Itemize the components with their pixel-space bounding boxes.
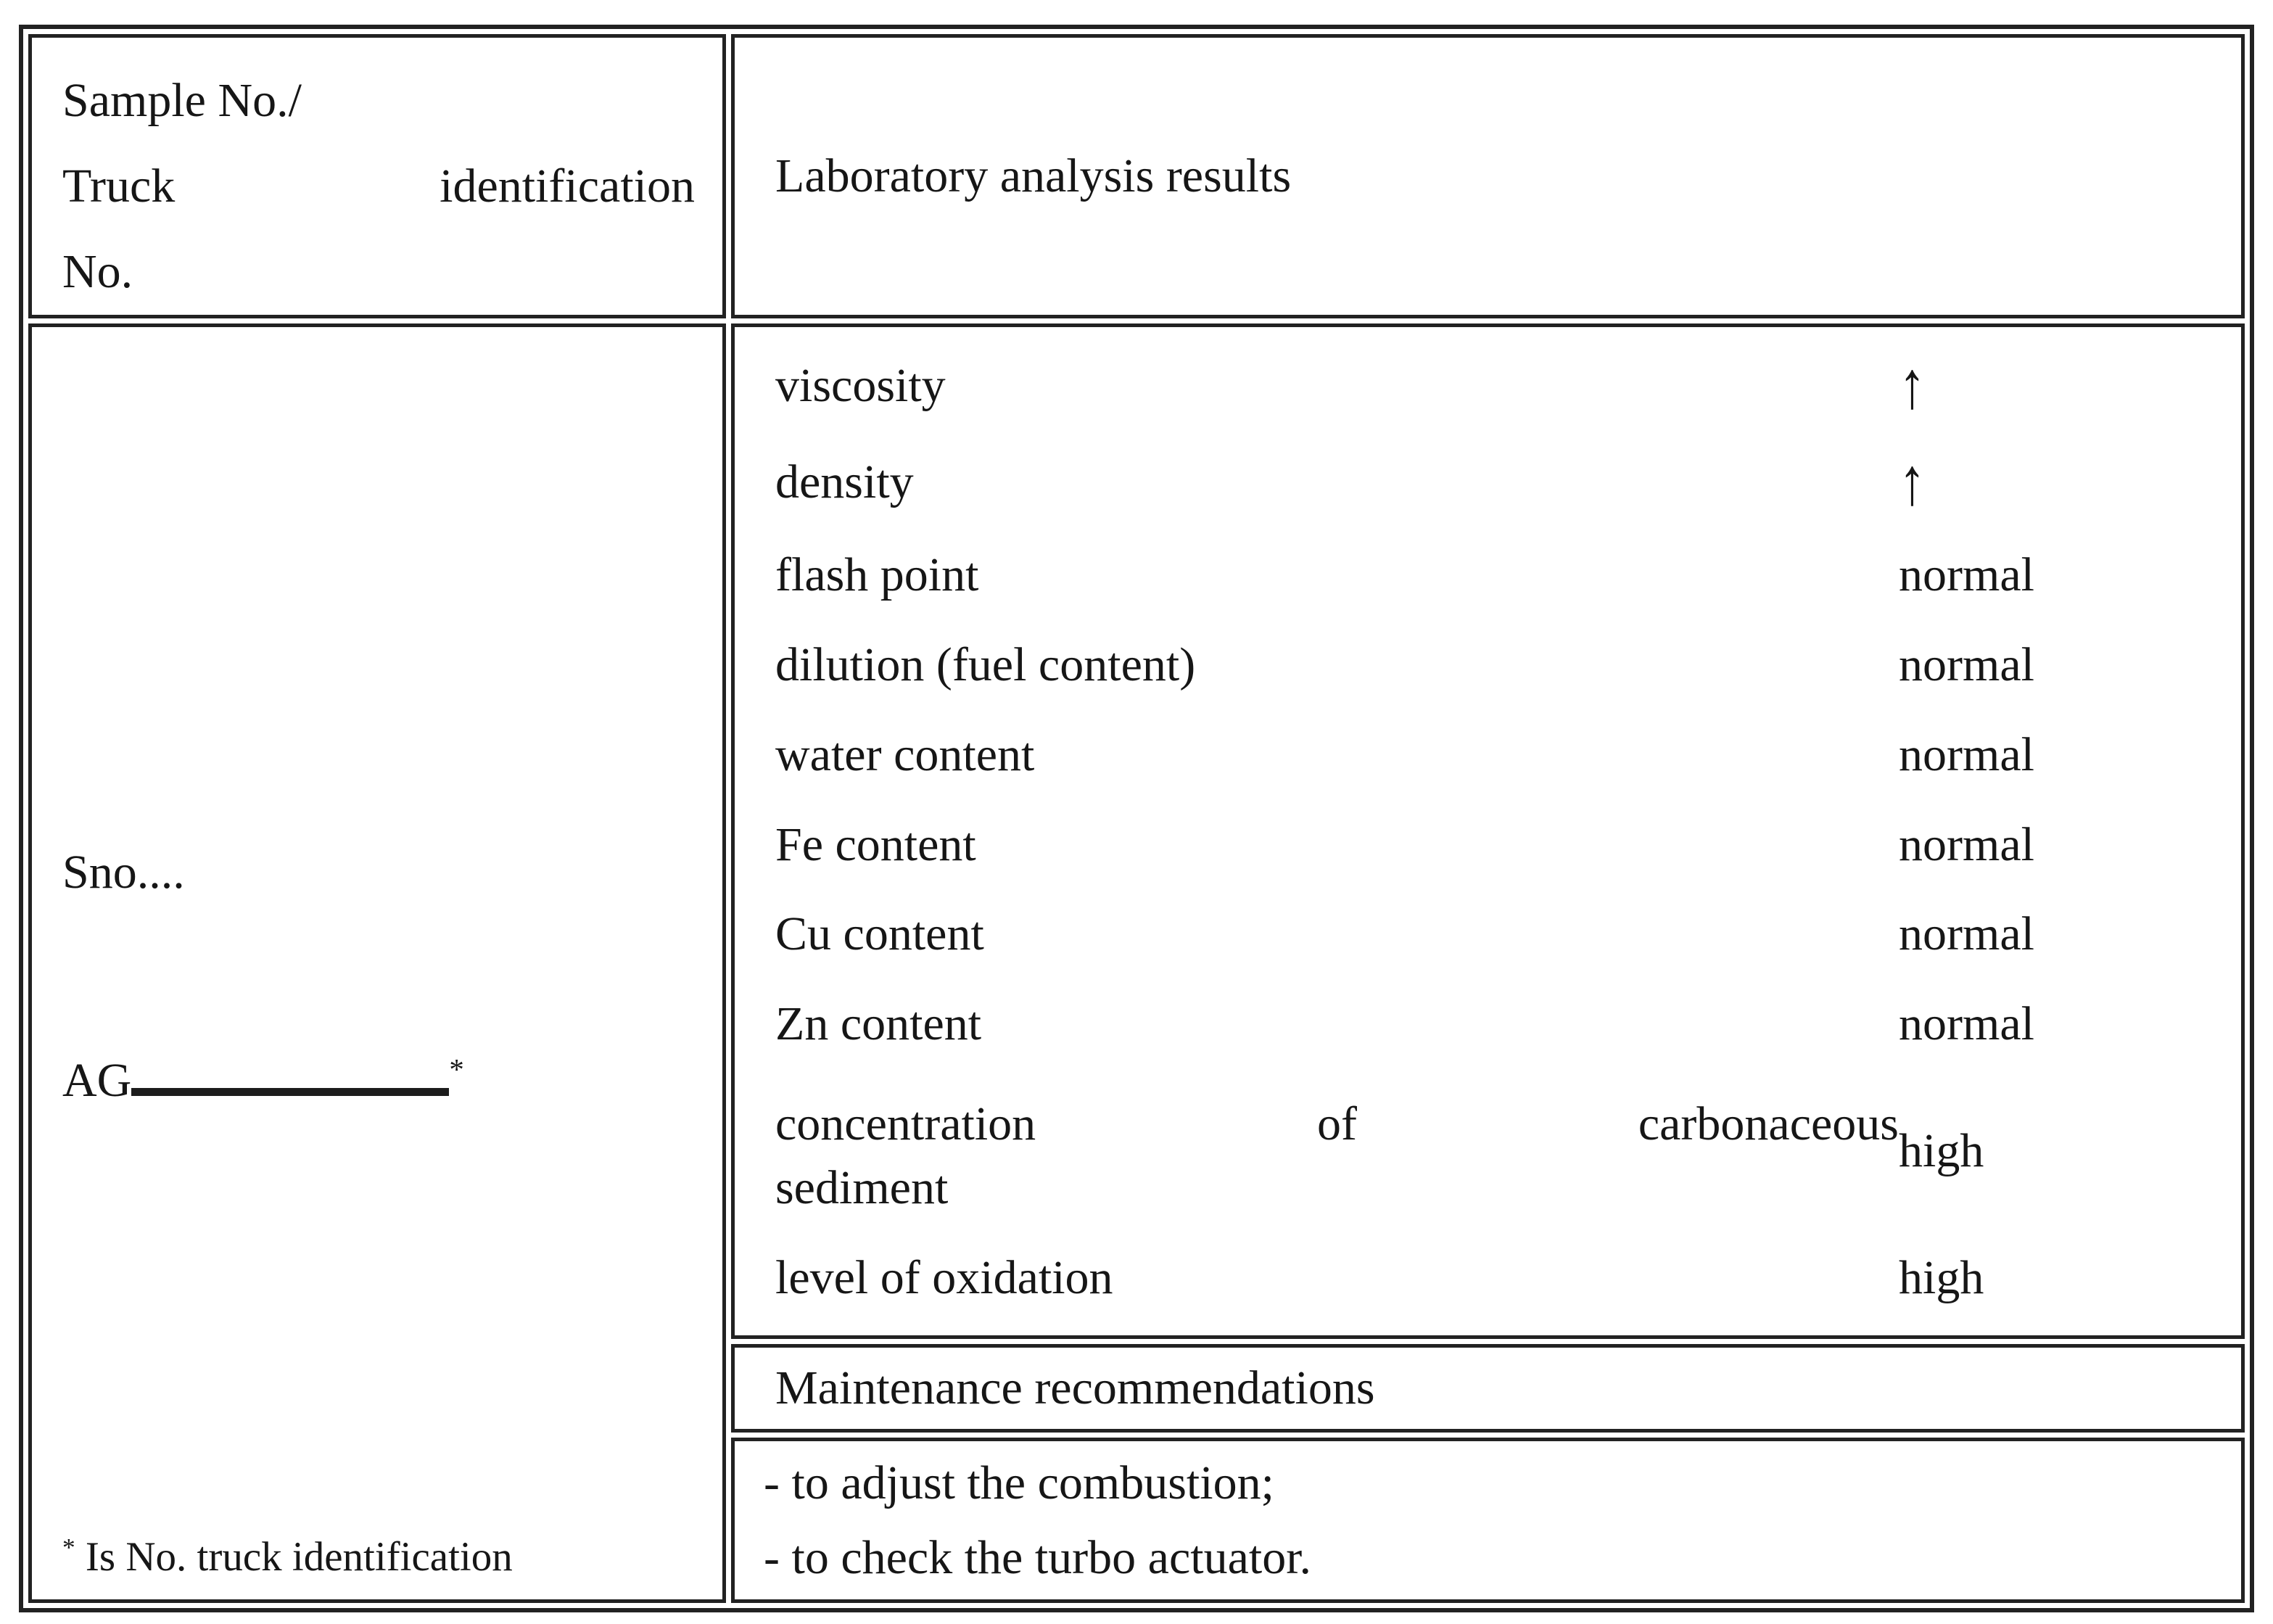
lab-label: water content — [775, 727, 1035, 781]
lab-label: viscosity — [775, 359, 946, 413]
lab-label: dilution (fuel content) — [775, 638, 1196, 692]
lab-value: high — [1899, 1124, 1984, 1178]
sample-header-line1: Sample No./ — [62, 74, 302, 127]
up-arrow-icon: ↑ — [1899, 445, 1926, 519]
maintenance-title: Maintenance recommendations — [775, 1361, 1375, 1415]
lab-row-viscosity: viscosity ↑ — [775, 349, 2216, 424]
lab-results-cell: viscosity ↑ density ↑ flash point normal… — [731, 323, 2245, 1339]
truck-id-blank-line — [131, 1084, 450, 1096]
lab-results-list: viscosity ↑ density ↑ flash point normal… — [735, 327, 2241, 1335]
lab-label: Cu content — [775, 907, 984, 961]
lab-value: normal — [1899, 817, 2034, 871]
maintenance-item: - to adjust the combustion; — [764, 1456, 1274, 1509]
lab-row-dilution: dilution (fuel content) normal — [775, 638, 2216, 692]
sample-header-line2: Truck identification — [62, 144, 695, 229]
maintenance-title-cell: Maintenance recommendations — [731, 1344, 2245, 1433]
lab-value: normal — [1899, 727, 2034, 781]
lab-row-water-content: water content normal — [775, 728, 2216, 782]
sample-number-field: Sno.... — [62, 846, 185, 899]
up-arrow-icon: ↑ — [1899, 348, 1926, 424]
lab-label: flash point — [775, 548, 979, 602]
lab-label-line2: sediment — [775, 1161, 949, 1215]
lab-label-word: carbonaceous — [1638, 1097, 1899, 1150]
sample-header-text: Sample No./ Truck identification No. — [32, 38, 722, 315]
lab-value: ↑ — [1899, 445, 2216, 519]
footnote-asterisk: * — [62, 1533, 75, 1562]
sample-header-word-truck: Truck — [62, 160, 176, 213]
truck-id-prefix: AG — [62, 1053, 132, 1107]
maintenance-item: - to check the turbo actuator. — [764, 1530, 1312, 1584]
maintenance-list-cell: - to adjust the combustion; - to check t… — [731, 1438, 2245, 1603]
lab-label: level of oxidation — [775, 1250, 1113, 1304]
truck-id-field: AG * — [62, 1053, 701, 1108]
header-cell-lab-results: Laboratory analysis results — [731, 34, 2245, 318]
footnote-text: Is No. truck identification — [75, 1534, 513, 1580]
lab-label: density — [775, 456, 914, 509]
lab-label: Zn content — [775, 997, 982, 1051]
maintenance-list: - to adjust the combustion; - to check t… — [735, 1441, 2241, 1599]
sample-header-line3: No. — [62, 245, 133, 298]
lab-row-density: density ↑ — [775, 445, 2216, 519]
analysis-table: Sample No./ Truck identification No. Lab… — [19, 25, 2254, 1612]
lab-row-cu-content: Cu content normal — [775, 907, 2216, 961]
lab-row-oxidation: level of oxidation high — [775, 1251, 2216, 1305]
lab-label-word: concentration — [775, 1097, 1036, 1150]
sample-id-cell: Sno.... AG * * Is No. truck identificatio… — [28, 323, 726, 1603]
footnote: * Is No. truck identification — [62, 1533, 701, 1580]
lab-row-flash-point: flash point normal — [775, 548, 2216, 602]
lab-value: normal — [1899, 907, 2034, 961]
lab-value: ↑ — [1899, 349, 2216, 424]
lab-value: normal — [1899, 997, 2034, 1051]
lab-label: concentration of carbonaceous sediment — [775, 1087, 1899, 1215]
lab-results-title: Laboratory analysis results — [775, 149, 1292, 203]
lab-row-zn-content: Zn content normal — [775, 997, 2216, 1051]
header-cell-sample-no: Sample No./ Truck identification No. — [28, 34, 726, 318]
lab-value: normal — [1899, 548, 2034, 602]
lab-row-carbonaceous-sediment: concentration of carbonaceous sediment h… — [775, 1087, 2216, 1215]
sample-header-word-identification: identification — [440, 160, 695, 213]
lab-value: normal — [1899, 638, 2034, 692]
truck-id-asterisk: * — [449, 1052, 464, 1086]
lab-row-fe-content: Fe content normal — [775, 818, 2216, 872]
lab-label-line1: concentration of carbonaceous — [775, 1087, 1899, 1161]
lab-label-word: of — [1317, 1097, 1357, 1150]
lab-value: high — [1899, 1250, 1984, 1304]
lab-label: Fe content — [775, 817, 976, 871]
